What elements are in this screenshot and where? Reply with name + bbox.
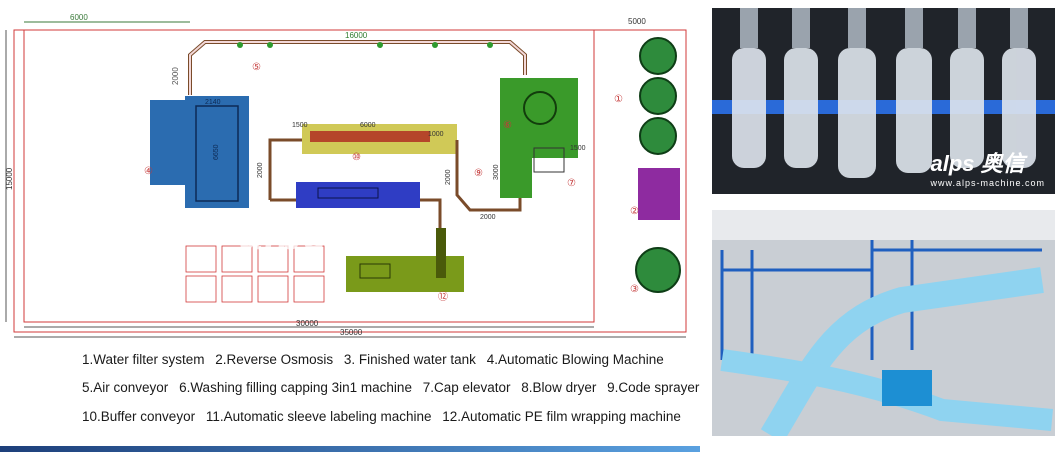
legend-item: 4.Automatic Blowing Machine [486, 352, 664, 367]
legend-item: 10.Buffer conveyor [82, 409, 196, 424]
filler-outfeed [500, 158, 532, 198]
buffer-conveyor-belt [310, 131, 430, 142]
finished-water-tank [635, 247, 681, 293]
legend-line-2: 5.Air conveyor 6.Washing filling capping… [82, 380, 706, 395]
legend-item: 1.Water filter system [82, 352, 205, 367]
conveyor-photo [712, 210, 1055, 436]
legend-item: 3. Finished water tank [343, 352, 476, 367]
callout-1: ① [614, 94, 623, 105]
air-conveyor-path [188, 40, 527, 95]
dim-cap: 1500 [570, 145, 586, 152]
legend-item: 8.Blow dryer [521, 380, 597, 395]
watermark: alps 奥信 [240, 214, 426, 258]
filter-tank-3 [639, 117, 677, 155]
footer-bar [0, 446, 700, 452]
layout-drawing: 6000 5000 15000 30000 35000 16000 2000 2… [5, 13, 687, 338]
dim-filler: 3000 [493, 164, 500, 180]
legend-item: 5.Air conveyor [82, 380, 169, 395]
wrapping-machine [346, 256, 464, 292]
sleeve-labeling-machine [296, 182, 420, 208]
blowing-machine-feeder [150, 100, 185, 185]
callout-9: ⑨ [474, 168, 483, 179]
factory-layout-diagram: 6000 5000 15000 30000 35000 16000 2000 2… [0, 13, 700, 452]
dim-top-right: 5000 [628, 17, 646, 26]
dim-blower-height: 6650 [213, 144, 220, 160]
wrapping-machine-detail [359, 263, 391, 279]
blowing-machine-detail [195, 105, 239, 202]
filter-tank-2 [639, 77, 677, 115]
air-conveyor-inner [189, 41, 526, 95]
filter-tank-1 [639, 37, 677, 75]
callout-12: ⑫ [438, 291, 448, 303]
dim-left: 15000 [5, 167, 14, 190]
legend-line-1: 1.Water filter system 2.Reverse Osmosis … [82, 352, 671, 367]
dim-conveyor-low: 2000 [480, 214, 496, 221]
cap-elevator [533, 147, 565, 173]
legend-item: 11.Automatic sleeve labeling machine [205, 409, 432, 424]
sleeve-labeling-detail [317, 187, 379, 199]
washing-filling-capping-machine [500, 78, 578, 158]
dim-bottom-outer: 35000 [340, 328, 363, 337]
dim-buffer-len: 6000 [360, 122, 376, 129]
callout-5: ⑤ [252, 62, 261, 73]
callout-7: ⑦ [567, 178, 576, 189]
callout-10: ⑩ [352, 152, 361, 163]
callout-3: ③ [630, 284, 639, 295]
dim-pipe-vertical: 2000 [171, 67, 180, 85]
dim-buffer-right: 1000 [428, 131, 444, 138]
machine-cabinet [882, 370, 932, 406]
fan-markers [237, 42, 493, 48]
dim-buffer-left: 1500 [292, 122, 308, 129]
callout-2: ② [630, 206, 639, 217]
legend-item: 7.Cap elevator [422, 380, 511, 395]
callout-4: ④ [144, 166, 153, 177]
bottle-conveyor-main [760, 267, 1044, 436]
dim-dryer-left: 2000 [445, 169, 452, 185]
pallet-storage-grid [185, 245, 325, 303]
legend-item: 6.Washing filling capping 3in1 machine [179, 380, 412, 395]
legend-item: 12.Automatic PE film wrapping machine [442, 409, 681, 424]
legend-item: 9.Code sprayer [607, 380, 700, 395]
dim-washer-left: 2000 [257, 162, 264, 178]
filling-photo-drawing [712, 8, 1055, 194]
conveyor-photo-drawing [712, 210, 1055, 436]
dim-top-left: 6000 [70, 13, 88, 22]
filler-rotary [523, 91, 557, 125]
bottles [732, 48, 1036, 178]
bottle-conveyor-lower [270, 198, 442, 230]
wrapping-infeed [436, 228, 446, 278]
filling-valves [740, 8, 1028, 48]
callout-6: ⑥ [503, 120, 512, 131]
legend-line-3: 10.Buffer conveyor 11.Automatic sleeve l… [82, 409, 688, 424]
dim-top-conveyor: 16000 [345, 31, 368, 40]
legend-item: 2.Reverse Osmosis [215, 352, 334, 367]
dim-bottom-inner: 30000 [296, 319, 319, 328]
dim-blower-width: 2140 [205, 99, 221, 106]
callouts: ① ② ③ ④ ⑤ ⑥ ⑦ ⑨ ⑩ ⑫ [144, 62, 639, 303]
reverse-osmosis-unit [638, 168, 680, 220]
